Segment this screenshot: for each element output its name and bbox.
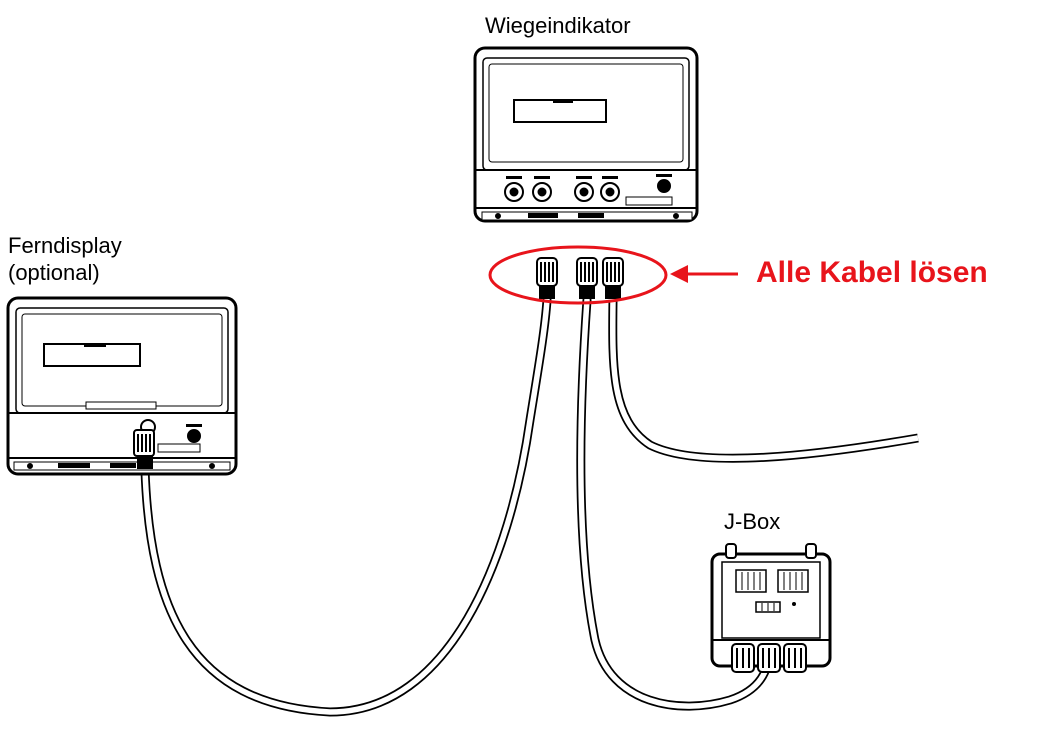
cable-gland-1 xyxy=(536,257,558,299)
callout-arrow xyxy=(670,265,738,283)
jbox-label: J-Box xyxy=(724,509,781,534)
cable-remote-to-indicator xyxy=(140,295,552,717)
remote-display xyxy=(6,296,238,476)
cable-gland-2 xyxy=(576,257,598,299)
remote-display-label-line2: (optional) xyxy=(8,260,100,285)
jbox-cable-glands xyxy=(731,643,807,673)
cable-indicator-to-right xyxy=(608,299,919,463)
cables xyxy=(140,295,919,717)
weighing-indicator xyxy=(473,46,699,223)
indicator-panel-connectors xyxy=(504,174,673,206)
remote-display-window xyxy=(43,343,141,367)
callout-text: Alle Kabel lösen xyxy=(756,256,988,289)
indicator-label: Wiegeindikator xyxy=(485,13,631,38)
jbox-terminals xyxy=(735,569,809,613)
highlight-ellipse xyxy=(488,245,668,305)
remote-display-label: Ferndisplay (optional) xyxy=(8,232,122,286)
indicator-cable-glands xyxy=(536,257,624,299)
remote-display-housing xyxy=(6,296,238,476)
remote-display-connector xyxy=(133,419,156,469)
cable-indicator-to-jbox xyxy=(576,295,773,711)
junction-box xyxy=(710,543,832,668)
remote-display-label-line1: Ferndisplay xyxy=(8,233,122,258)
cable-gland-3 xyxy=(602,257,624,299)
indicator-display-window xyxy=(513,99,607,123)
indicator-housing xyxy=(473,46,699,223)
